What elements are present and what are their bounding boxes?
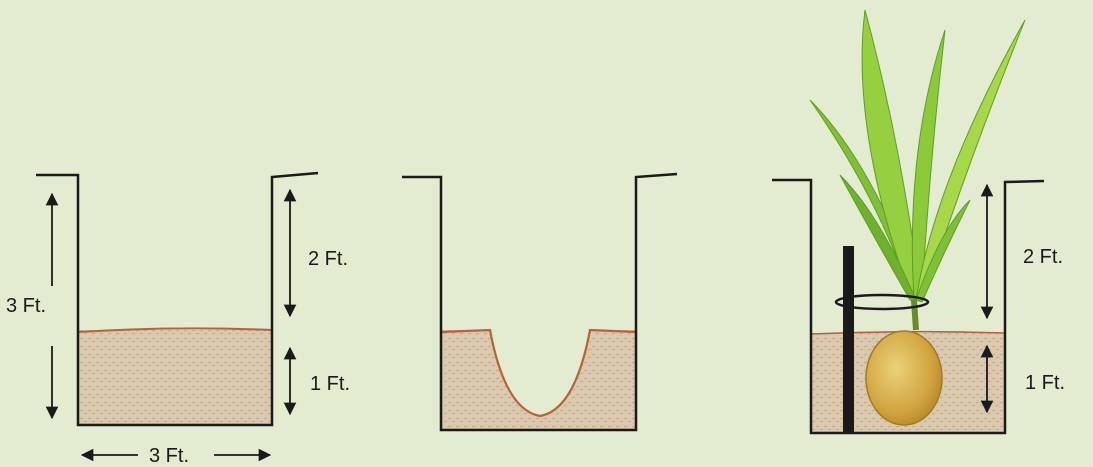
coconut-seedling-leaves — [809, 9, 1026, 331]
pit-1-outline — [36, 171, 319, 427]
pit-2 — [402, 172, 678, 432]
pit-3-outline — [772, 178, 1045, 435]
pit-2-outline — [402, 172, 678, 432]
pit-2-soil — [441, 330, 636, 430]
pit-3-upper-depth-label: 2 Ft. — [1023, 246, 1064, 268]
pit-1-soil-surface — [77, 327, 273, 333]
support-stake — [843, 246, 854, 432]
pit-3 — [772, 9, 1045, 435]
pit-1-total-depth-label: 3 Ft. — [6, 295, 47, 317]
pit-1 — [36, 171, 319, 462]
stake-tie — [834, 293, 930, 311]
pit-1-soil — [78, 330, 272, 425]
pit-1-upper-depth-label: 2 Ft. — [308, 248, 349, 270]
pit-1-lower-depth-label: 1 Ft. — [310, 373, 351, 395]
pit-2-soil-surface — [440, 328, 637, 418]
pit-1-width-label: 3 Ft. — [149, 445, 190, 467]
pit-3-lower-depth-label: 1 Ft. — [1025, 372, 1066, 394]
coconut — [865, 330, 943, 426]
